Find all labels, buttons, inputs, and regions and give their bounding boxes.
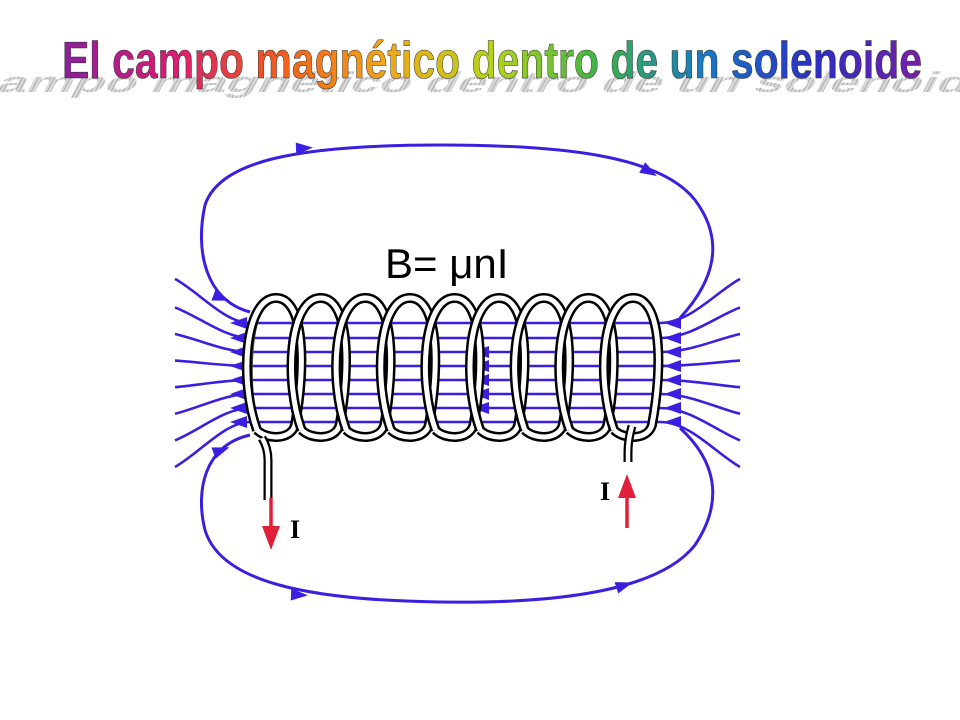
field-arrow	[211, 289, 230, 301]
coil-turn	[512, 295, 572, 440]
field-arrow	[664, 332, 681, 344]
right-flare-line	[659, 277, 741, 325]
left-lead-inner	[260, 436, 271, 500]
coil-leads	[258, 424, 637, 500]
outer-field-loops	[199, 142, 715, 604]
coil-turn	[556, 295, 617, 440]
field-arrow	[664, 416, 681, 428]
field-arrow	[664, 402, 681, 414]
coil-turn	[333, 295, 394, 440]
coil-turn	[244, 295, 304, 440]
outer-loop-top	[199, 143, 715, 320]
title-shadow: El campo magnético dentro de un solenoid…	[0, 67, 960, 99]
outer-loop-bottom	[199, 426, 715, 604]
current-label-left: I	[290, 515, 300, 544]
right-flare-line	[659, 420, 741, 469]
field-arrow	[614, 582, 633, 594]
field-arrow	[230, 332, 247, 344]
interior-field-lines	[174, 277, 741, 469]
field-arrow	[295, 142, 313, 155]
field-arrow	[639, 162, 657, 176]
coil-turn	[422, 295, 483, 440]
current-label-right: I	[600, 477, 610, 506]
coil-turn	[378, 295, 438, 440]
field-arrow	[664, 388, 681, 400]
field-arrow	[230, 402, 247, 414]
field-arrow	[290, 588, 308, 601]
field-arrow	[230, 388, 247, 400]
current-arrow-right	[618, 474, 636, 528]
page-title: El campo magnético dentro de un solenoid…	[62, 32, 922, 90]
field-arrow	[211, 447, 230, 459]
field-arrow	[230, 317, 247, 329]
field-arrow	[664, 317, 681, 329]
coil-turn	[601, 295, 661, 440]
title-banner: El campo magnético dentro de un solenoid…	[0, 32, 960, 99]
right-flare-line	[659, 392, 741, 416]
current-arrow-left	[262, 498, 280, 550]
field-arrow	[230, 416, 247, 428]
field-arrow	[664, 374, 681, 386]
coil-turn	[289, 295, 349, 440]
field-arrow	[664, 360, 681, 372]
right-lead-inner	[625, 425, 635, 462]
coil-turn	[467, 295, 527, 440]
field-formula: B= μnI	[385, 240, 508, 287]
field-arrow	[664, 346, 681, 358]
coil-windings	[241, 293, 664, 442]
